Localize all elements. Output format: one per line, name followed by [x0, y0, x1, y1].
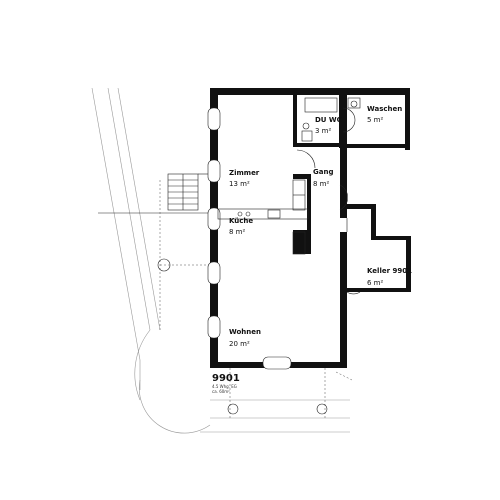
room-label: Waschen — [367, 105, 402, 113]
unit-number: 9901 — [212, 373, 240, 384]
room-area: 5 m² — [367, 116, 383, 124]
stairs — [167, 173, 210, 211]
room-kueche: Küche 8 m² — [229, 217, 253, 236]
room-label: DU WC — [315, 116, 342, 124]
doors — [296, 107, 361, 295]
room-label: Gang — [313, 168, 333, 176]
unit-subtitle-line2: ca. 60m² — [212, 389, 230, 394]
unit-subtitle-line1: 4.5 Whg. EG — [212, 384, 237, 389]
room-duwc: DU WC 3 m² — [315, 116, 342, 135]
room-label: Zimmer — [229, 169, 260, 177]
windows — [207, 107, 292, 370]
unit-title-block: 9901 4.5 Whg. EG ca. 60m² — [212, 373, 240, 394]
room-label: Wohnen — [229, 328, 261, 336]
room-label: Küche — [229, 217, 253, 225]
room-waschen: Waschen 5 m² — [367, 105, 402, 124]
room-keller: Keller 9901 6 m² — [367, 267, 412, 287]
kitchen-counter — [217, 208, 309, 220]
room-area: 20 m² — [229, 340, 250, 348]
room-area: 6 m² — [367, 279, 383, 287]
room-area: 8 m² — [313, 180, 329, 188]
room-label: Keller 9901 — [367, 267, 412, 275]
cabinets — [292, 179, 306, 255]
room-zimmer: Zimmer 13 m² — [229, 169, 260, 188]
room-area: 8 m² — [229, 228, 245, 236]
room-area: 3 m² — [315, 127, 331, 135]
site-context — [91, 87, 353, 434]
room-area: 13 m² — [229, 180, 250, 188]
bathroom-fixtures — [301, 97, 361, 142]
room-wohnen: Wohnen 20 m² — [229, 328, 261, 348]
room-gang: Gang 8 m² — [313, 168, 333, 188]
